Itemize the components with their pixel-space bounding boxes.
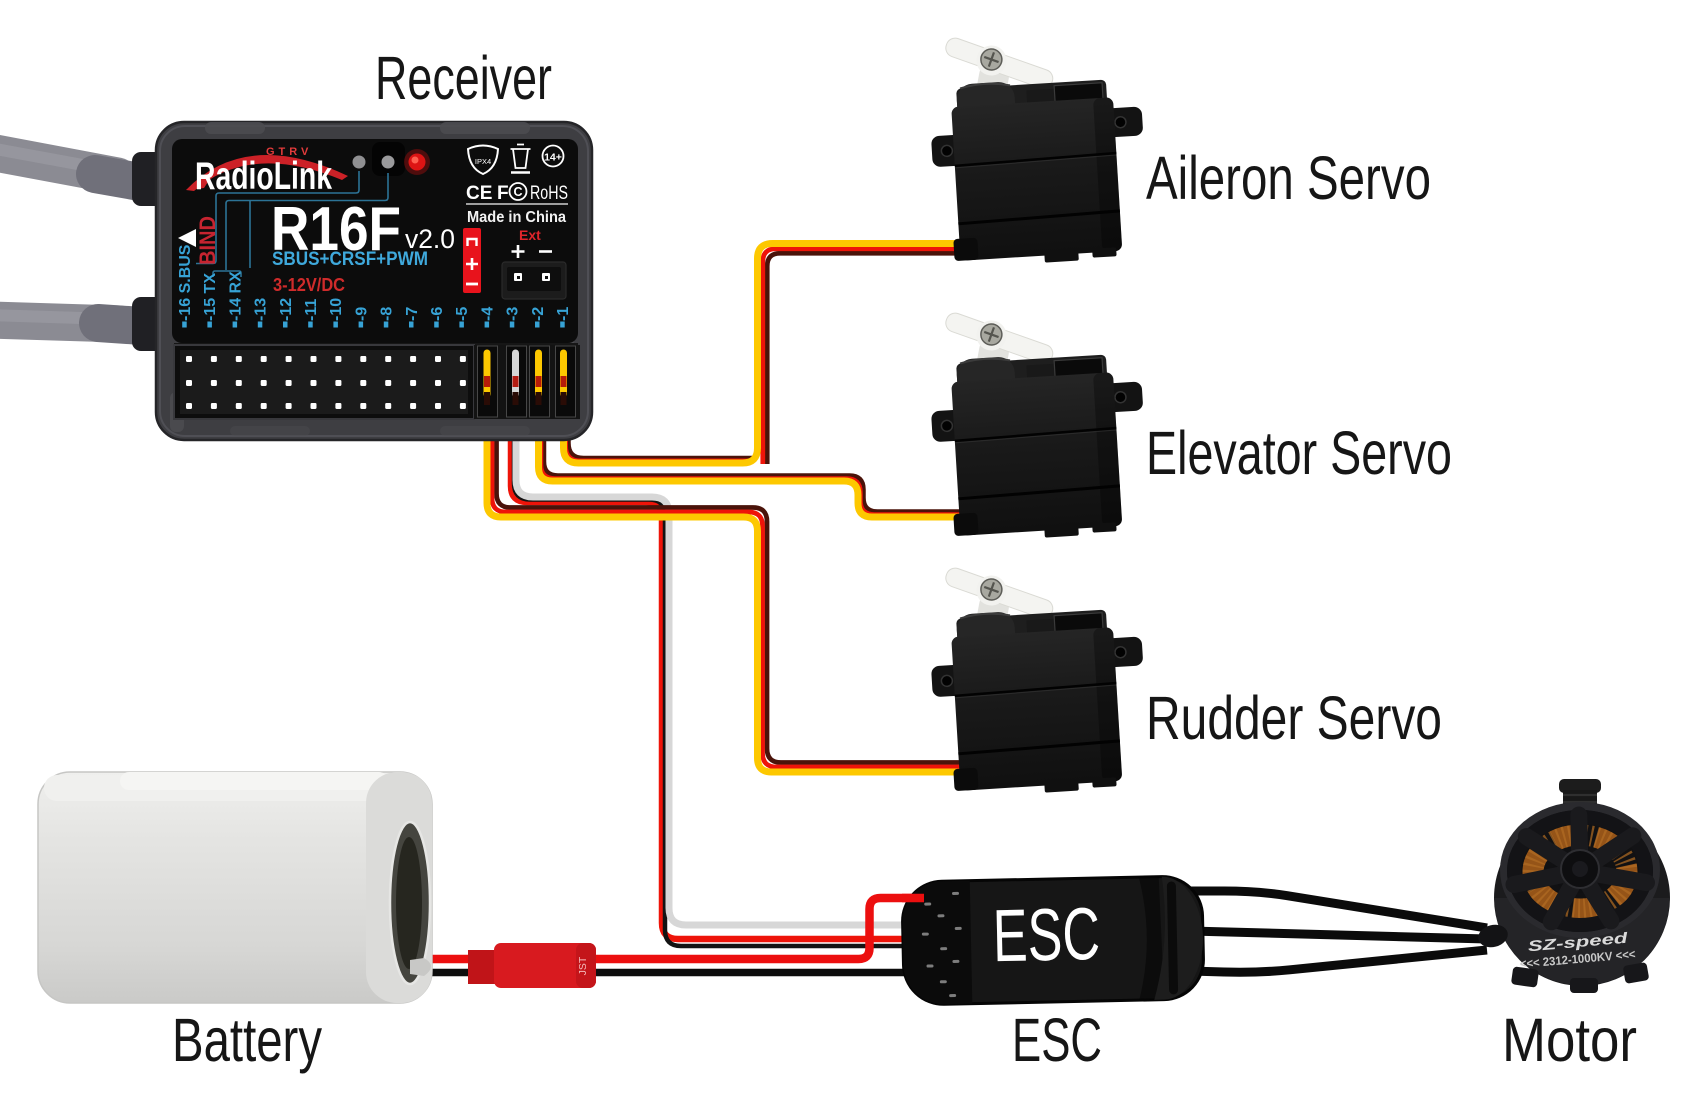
svg-text:BIND: BIND [195,216,220,265]
svg-text:-12: -12 [278,298,295,321]
svg-text:R16F: R16F [271,195,401,264]
svg-text:-15 TX: -15 TX [202,273,219,321]
svg-text:-8: -8 [379,307,396,321]
svg-text:-11: -11 [303,299,320,321]
svg-text:-13: -13 [253,298,270,321]
svg-text:C: C [513,185,522,199]
svg-text:Rudder Servo: Rudder Servo [1146,684,1442,752]
svg-text:ESC: ESC [1012,1006,1102,1074]
svg-text:-10: -10 [328,298,345,321]
svg-text:Elevator Servo: Elevator Servo [1146,419,1452,487]
svg-text:-16 S.BUS: -16 S.BUS [177,244,194,321]
svg-text:Receiver: Receiver [375,44,552,112]
svg-text:JST: JST [577,956,589,975]
svg-text:Battery: Battery [172,1006,322,1074]
svg-text:-6: -6 [429,307,446,321]
svg-text:-3: -3 [505,307,522,321]
svg-text:IPX4: IPX4 [475,157,491,166]
svg-text:-14 RX: -14 RX [227,271,244,321]
svg-text:v2.0: v2.0 [405,224,455,254]
svg-text:-2: -2 [530,307,547,321]
svg-text:F: F [497,183,509,204]
svg-text:RoHS: RoHS [530,183,568,204]
svg-text:GTRV: GTRV [266,146,312,158]
svg-text:-7: -7 [404,307,421,321]
svg-text:ESC: ESC [992,892,1101,977]
svg-text:-1: -1 [555,307,572,321]
svg-text:3-12V/DC: 3-12V/DC [273,275,345,295]
svg-text:14+: 14+ [544,152,562,164]
svg-text:-9: -9 [353,307,370,321]
svg-text:Made in China: Made in China [467,209,566,226]
svg-text:RadioLink: RadioLink [195,155,332,198]
svg-text:-5: -5 [454,307,471,321]
svg-text:Ext: Ext [519,227,541,243]
svg-text:CE: CE [466,183,492,204]
svg-text:Aileron Servo: Aileron Servo [1146,144,1431,212]
svg-text:Motor: Motor [1502,1006,1637,1074]
svg-text:SBUS+CRSF+PWM: SBUS+CRSF+PWM [272,249,428,270]
svg-text:-4: -4 [479,307,496,321]
